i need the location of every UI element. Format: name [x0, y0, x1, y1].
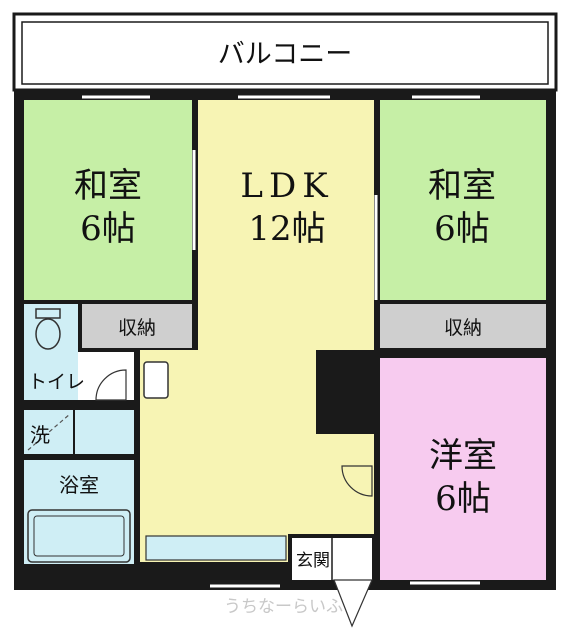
toilet-tank-icon — [35, 308, 61, 319]
washitsu-left-room — [24, 100, 192, 300]
washitsu-right-name: 和室 — [428, 166, 496, 206]
ldk-kitchen-strip — [316, 350, 374, 434]
youshitsu-name: 洋室 — [429, 436, 497, 476]
ldk-size: 12帖 — [248, 209, 325, 249]
bath-room — [24, 460, 134, 564]
front-door-swing-icon — [333, 579, 373, 628]
toilet-label: トイレ — [28, 371, 85, 393]
wash-diagonal-mark — [27, 413, 71, 451]
wash-room — [24, 410, 134, 454]
wash-label: 洗 — [30, 423, 50, 447]
washitsu-left-name: 和室 — [74, 166, 142, 206]
ldk-name: LDK — [240, 166, 333, 206]
sink-icon — [143, 361, 169, 399]
bathtub-icon — [27, 509, 131, 563]
toilet-bowl-icon — [35, 318, 61, 350]
balcony-inner-rail — [21, 21, 549, 85]
kitchen-counter-icon — [145, 535, 287, 561]
washitsu-right-size: 6帖 — [434, 209, 490, 249]
storage-right-area — [380, 304, 546, 348]
ldk-room — [198, 100, 374, 350]
storage-left-area — [82, 304, 192, 348]
washitsu-left-size: 6帖 — [80, 209, 136, 249]
door-swing-icon — [341, 465, 373, 497]
door-swing-icon — [95, 369, 127, 401]
youshitsu-room — [380, 358, 546, 580]
washitsu-right-room — [380, 100, 546, 300]
balcony-label: バルコニー — [218, 39, 352, 70]
ldk-right-fill — [316, 434, 374, 534]
storage-right-label: 収納 — [444, 317, 482, 339]
toilet-nook — [78, 352, 134, 400]
youshitsu-size: 6帖 — [435, 479, 491, 519]
entrance-label: 玄関 — [296, 551, 330, 571]
storage-left-label: 収納 — [118, 317, 156, 339]
ldk-lower-area — [140, 350, 316, 534]
bathtub-inner-icon — [33, 515, 125, 557]
bath-label: 浴室 — [59, 473, 99, 497]
watermark: うちなーらいふ — [224, 597, 343, 617]
